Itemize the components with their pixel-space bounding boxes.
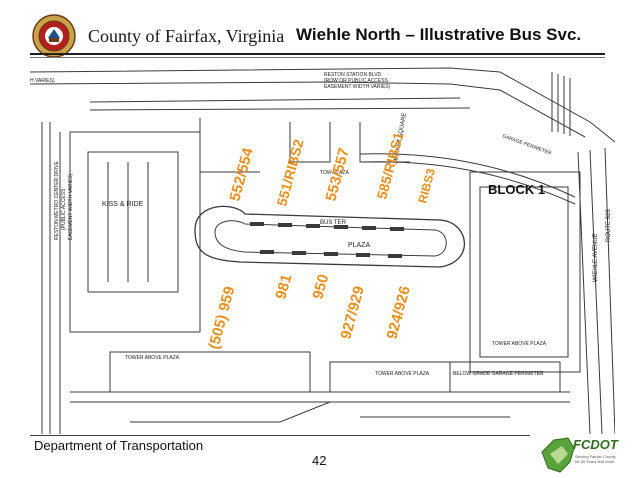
tower-above-plaza-label-left: TOWER ABOVE PLAZA <box>125 355 180 361</box>
tower-above-plaza-label-center: TOWER ABOVE PLAZA <box>375 371 430 377</box>
slide-header: County of Fairfax, Virginia Wiehle North… <box>0 0 638 62</box>
department-name: Department of Transportation <box>34 438 204 453</box>
metro-drive-label-2: (PUBLIC ACCESS <box>61 188 67 230</box>
route-label-505-959: (505) 959 <box>205 285 238 351</box>
street-label-easement-width: EASEMENT WIDTH VARIES) <box>324 84 391 90</box>
route-label-585-ribs1: 585/RIBS1 <box>373 130 406 200</box>
bus-terminal-label: BUS TER <box>320 220 347 226</box>
county-name: County of Fairfax, Virginia <box>88 26 285 46</box>
route-label-927-929: 927/929 <box>337 284 367 341</box>
kiss-ride-label: KISS & RIDE <box>102 201 144 208</box>
route-828-label: ROUTE 828 <box>606 209 612 242</box>
slide-title: Wiehle North – Illustrative Bus Svc. <box>296 25 582 44</box>
garage-perimeter-label: GARAGE PERIMETER <box>501 133 552 157</box>
fcdot-tagline-1: Serving Fairfax County <box>575 454 616 459</box>
route-label-924-926: 924/926 <box>383 284 413 341</box>
route-label-ribs3: RIBS3 <box>415 167 438 205</box>
footer-divider <box>30 435 530 436</box>
site-plan-drawing: RESTON STATION BLVD. (ROW OR PUBLIC ACCE… <box>30 67 615 434</box>
route-label-950: 950 <box>309 272 332 301</box>
header-divider-thin <box>30 57 605 58</box>
tower-plaza-label: TOW PLAZA <box>320 170 349 176</box>
street-label-reston-station: RESTON STATION BLVD. <box>324 72 383 78</box>
below-grade-label: BELOW GRADE GARAGE PERIMETER <box>453 371 544 377</box>
county-seal-icon <box>32 14 76 58</box>
route-label-981: 981 <box>272 272 295 301</box>
metro-drive-label-1: RESTON METRO CENTER DRIVE <box>54 161 60 240</box>
tower-above-plaza-label-right: TOWER ABOVE PLAZA <box>492 341 547 347</box>
block-1-label: BLOCK 1 <box>488 182 545 197</box>
page-number: 42 <box>312 453 327 468</box>
fcdot-logo-text: FCDOT <box>573 437 619 452</box>
header-divider <box>30 53 605 55</box>
street-label-row-easement: (ROW OR PUBLIC ACCESS <box>324 78 389 84</box>
wiehle-avenue-label: WIEHLE AVENUE <box>593 233 599 282</box>
street-label-left-varies: H VARIES) <box>30 78 55 84</box>
fcdot-logo-icon: FCDOT Serving Fairfax County for 30 Year… <box>541 437 619 473</box>
route-label-551-ribs2: 551/RIBS2 <box>273 137 306 207</box>
route-label-552-554: 552/554 <box>226 146 257 203</box>
metro-drive-label-3: EASEMENT WIDTH VARIES) <box>68 173 74 240</box>
fcdot-tagline-2: for 30 Years and More <box>575 459 615 464</box>
plaza-label: PLAZA <box>348 242 371 249</box>
